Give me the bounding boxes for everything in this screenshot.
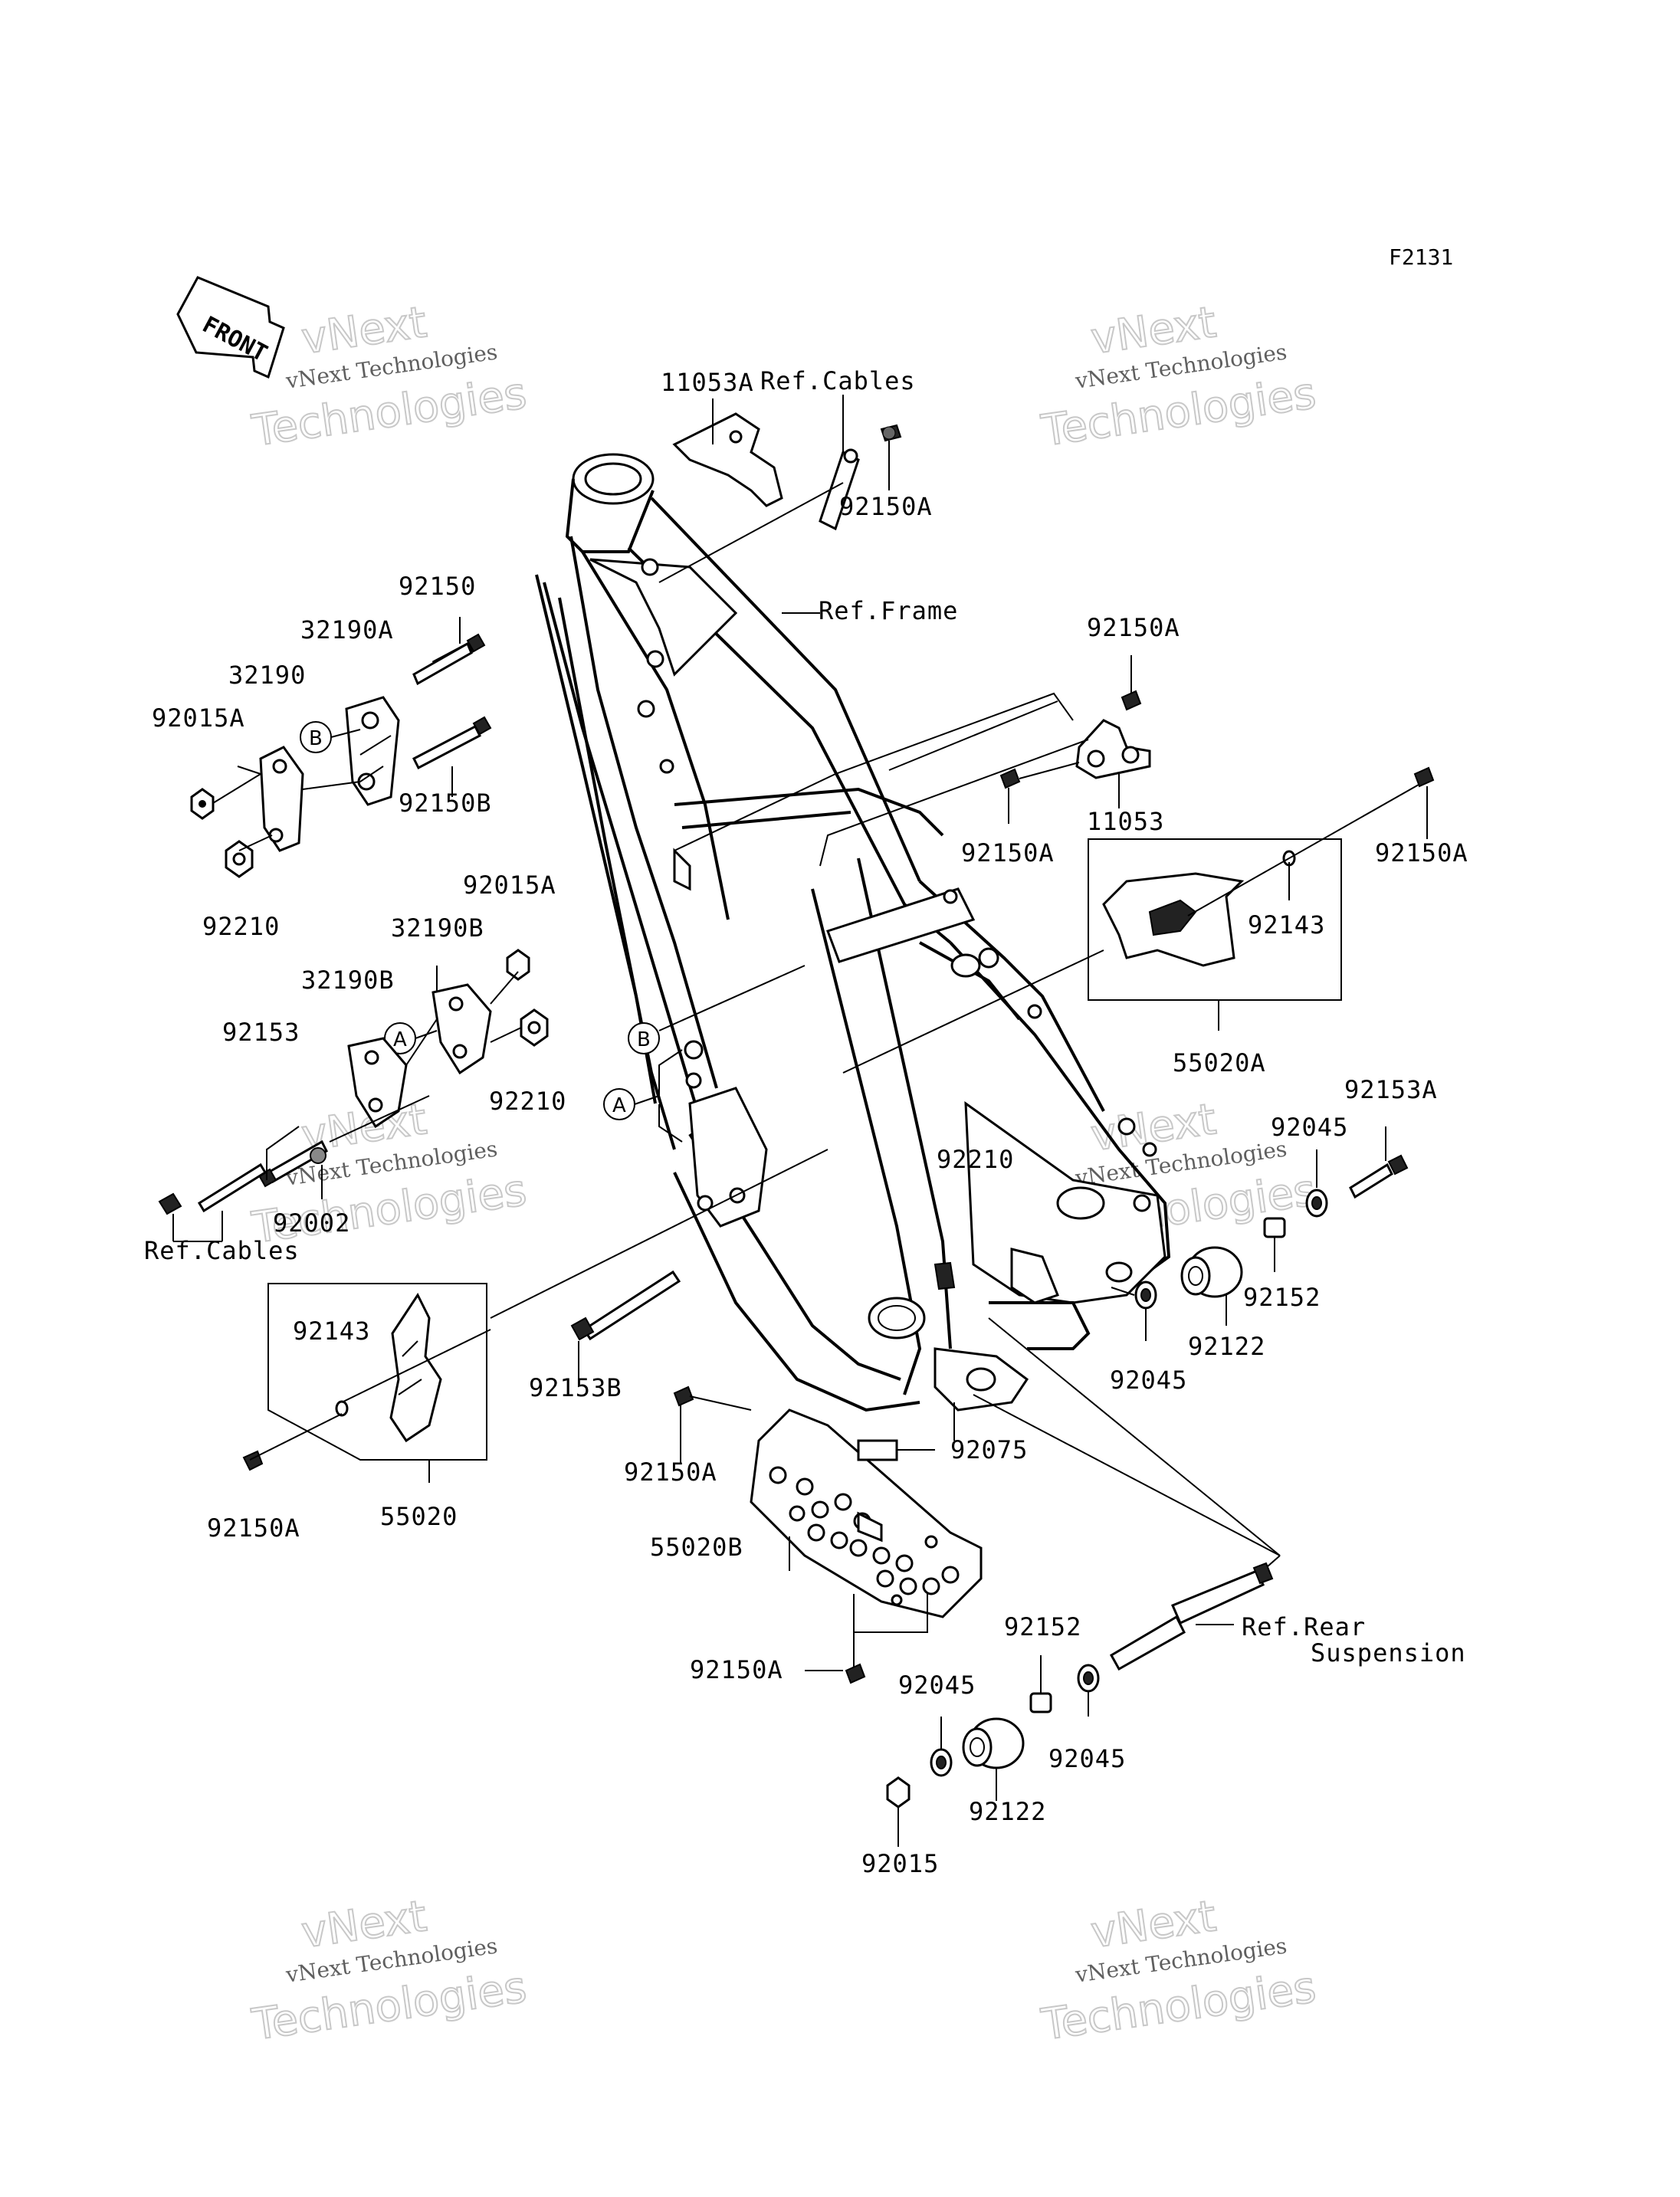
label-92210-3: 92210 (937, 1145, 1014, 1174)
bolt-92150a-skid-bottom (845, 1663, 866, 1684)
watermark-bottom-left: vNext vNext Technologies Technologies (248, 1890, 530, 2051)
watermark-top-right: vNext vNext Technologies Technologies (1038, 297, 1320, 457)
frame-guard-55020a (1102, 872, 1245, 967)
bolt-92153b (570, 1270, 681, 1341)
svg-text:A: A (612, 1094, 626, 1117)
label-92015: 92015 (861, 1849, 939, 1878)
label-92153: 92153 (222, 1018, 300, 1047)
label-92045-4: 92045 (1048, 1744, 1126, 1773)
cable-clamp-top (819, 448, 860, 531)
nut-92210-left (225, 840, 254, 878)
label-92122-1: 92122 (1188, 1332, 1265, 1361)
label-92143-1: 92143 (1248, 910, 1325, 939)
callout-b-upper: B (300, 721, 332, 753)
washer-92045-right-mid (1134, 1280, 1157, 1310)
label-92045-1: 92045 (1271, 1113, 1348, 1142)
label-92153a: 92153A (1344, 1075, 1438, 1104)
label-ref-frame: Ref.Frame (819, 596, 958, 625)
label-ref-rear-2: Suspension (1311, 1638, 1466, 1667)
label-92002: 92002 (273, 1208, 350, 1238)
label-55020a: 55020A (1173, 1048, 1266, 1077)
svg-text:A: A (393, 1028, 407, 1051)
collar-92152-right (1263, 1217, 1286, 1238)
label-92150a-4: 92150A (1375, 838, 1468, 867)
label-ref-cables-left: Ref.Cables (144, 1236, 300, 1265)
label-92210-1: 92210 (202, 912, 280, 941)
cable-clamp-left (158, 1162, 267, 1215)
washer-92045-shaft (1077, 1664, 1100, 1693)
label-32190b-2: 32190B (301, 966, 395, 995)
label-92152-2: 92152 (1004, 1612, 1081, 1641)
washer-92143-left (335, 1400, 349, 1417)
label-92150: 92150 (399, 572, 476, 601)
label-ref-rear-1: Ref.Rear (1242, 1612, 1366, 1641)
nut-92015-bottom (886, 1776, 911, 1808)
label-92153b: 92153B (529, 1373, 622, 1402)
nut-92210-mid (520, 1008, 549, 1047)
skid-plate-55020b (750, 1408, 983, 1618)
label-92152-1: 92152 (1243, 1283, 1321, 1312)
label-32190: 32190 (228, 661, 306, 690)
label-92143-2: 92143 (293, 1317, 370, 1346)
front-arrow-icon: FRONT (176, 276, 285, 379)
figure-code: F2131 (1389, 244, 1453, 270)
bolt-92150 (412, 633, 486, 686)
bushing-92122-bottom (962, 1717, 1025, 1769)
washer-92045-bottom (930, 1748, 953, 1777)
label-92015a-1: 92015A (152, 703, 245, 733)
motorcycle-frame (535, 453, 1171, 1412)
label-92075: 92075 (950, 1435, 1028, 1464)
bracket-11053a (672, 412, 783, 507)
watermark-top-left: vNext vNext Technologies Technologies (248, 297, 530, 457)
bolt-92150a-left-bottom (242, 1450, 264, 1471)
plate-32190b-left (347, 1037, 408, 1129)
plate-32190b-right (431, 983, 492, 1075)
nut-92015a-mid (506, 949, 530, 981)
label-55020: 55020 (380, 1502, 458, 1531)
collar-92152-bottom (1029, 1692, 1052, 1713)
label-92150a-6: 92150A (207, 1513, 300, 1543)
bracket-11053 (1075, 719, 1151, 779)
label-32190a: 32190A (300, 615, 394, 644)
bolt-92150a-skid-top (673, 1385, 694, 1407)
callout-b-frame: B (628, 1022, 660, 1054)
svg-text:B: B (309, 727, 323, 750)
label-92150b: 92150B (399, 789, 492, 818)
label-92045-2: 92045 (1110, 1366, 1187, 1395)
pad-92075 (857, 1439, 898, 1461)
pivot-shaft (1109, 1562, 1274, 1671)
label-92122-2: 92122 (969, 1797, 1046, 1826)
callout-a-frame: A (603, 1088, 635, 1120)
plate-32190a (345, 696, 400, 806)
label-92150a-7: 92150A (690, 1655, 783, 1684)
bolt-92150a-right-top (1121, 690, 1142, 711)
label-11053: 11053 (1087, 807, 1164, 836)
bolt-92150a-right-mid (999, 768, 1021, 789)
label-92045-3: 92045 (898, 1671, 976, 1700)
bolt-92150a-right-far (1413, 766, 1435, 788)
label-55020b: 55020B (650, 1533, 743, 1562)
label-ref-cables-top: Ref.Cables (760, 366, 916, 395)
label-92150a-3: 92150A (961, 838, 1055, 867)
label-92150a-5: 92150A (624, 1458, 717, 1487)
bolt-92150a-top (880, 424, 902, 442)
label-92150a-1: 92150A (839, 492, 933, 521)
label-92015a-2: 92015A (463, 871, 556, 900)
bolt-92150b (412, 716, 492, 770)
washer-92045-right-top (1305, 1189, 1328, 1218)
svg-text:B: B (637, 1028, 651, 1051)
label-11053a: 11053A (661, 368, 754, 397)
label-92210-2: 92210 (489, 1087, 566, 1116)
label-92150a-2: 92150A (1087, 613, 1180, 642)
plate-32190 (259, 746, 304, 852)
bolt-92153a (1349, 1154, 1409, 1199)
label-32190b-1: 32190B (391, 913, 484, 943)
bushing-92122-right (1180, 1246, 1243, 1298)
frame-guard-55020 (389, 1293, 442, 1443)
nut-92015a-left (190, 788, 215, 820)
screw-92002 (310, 1147, 326, 1164)
watermark-bottom-right: vNext vNext Technologies Technologies (1038, 1890, 1320, 2051)
